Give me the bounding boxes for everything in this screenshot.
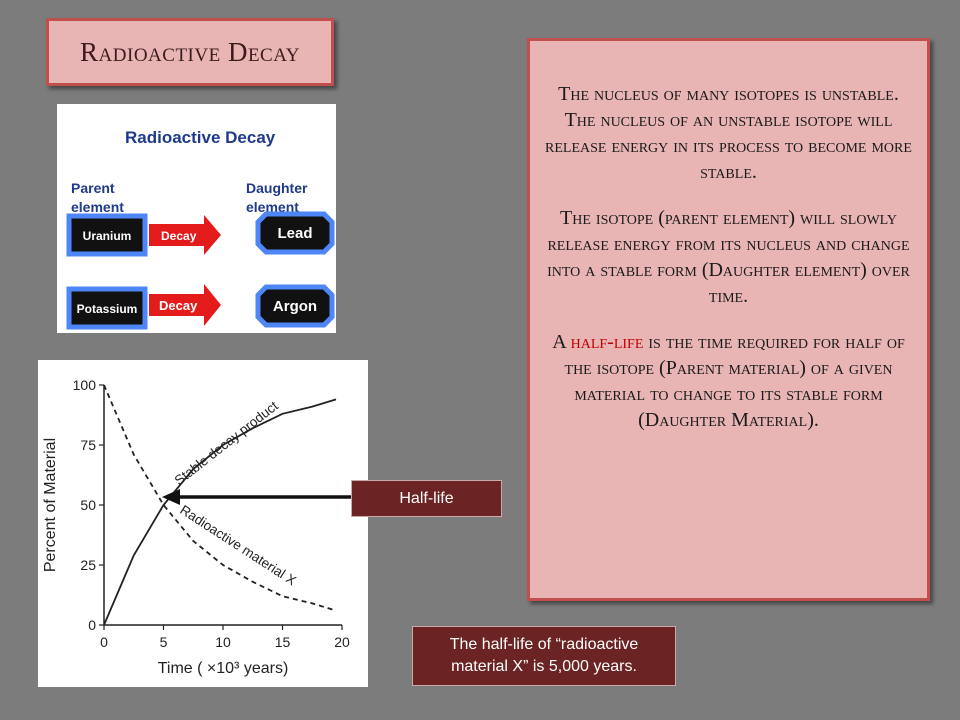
- half-life-label-text: Half-life: [399, 489, 454, 507]
- explanation-paragraph-1: The nucleus of many isotopes is unstable…: [545, 83, 912, 183]
- half-life-term: half-life: [570, 331, 644, 353]
- diagram-title: Radioactive Decay: [125, 128, 276, 147]
- series-line-stable-product: [103, 398, 337, 626]
- x-tick-label: 10: [215, 634, 231, 650]
- parent-box-uranium: [66, 213, 148, 257]
- daughter-name-lead: Lead: [277, 225, 312, 242]
- explanation-paragraph-3: A half-life is the time required for hal…: [542, 329, 915, 433]
- y-tick-label: 100: [73, 377, 97, 393]
- paragraph-3-prefix: A: [552, 331, 571, 353]
- paragraph-3-suffix: is the time required for half of the iso…: [564, 331, 905, 431]
- half-life-arrow: [162, 489, 356, 505]
- x-tick-label: 20: [334, 634, 350, 650]
- daughter-box-argon: [255, 284, 335, 328]
- series-line-radioactive-material: [103, 384, 337, 612]
- series-label-radioactive-material: Radioactive material X: [177, 502, 298, 588]
- x-axis-label: Time ( ×10³ years): [158, 660, 289, 677]
- decay-arrow-label-1: Decay: [161, 229, 197, 243]
- parent-box-potassium: [66, 286, 148, 330]
- slide-title-box: Radioactive Decay: [46, 18, 334, 86]
- x-tick-label: 0: [100, 634, 108, 650]
- parent-name-potassium: Potassium: [77, 302, 138, 316]
- y-tick-label: 50: [80, 497, 96, 513]
- series-label-stable-product: Stable decay product: [172, 398, 281, 488]
- parent-label-line1: Parent: [71, 180, 115, 196]
- half-life-caption-text: The half-life of “radioactive material X…: [449, 636, 639, 675]
- half-life-caption: The half-life of “radioactive material X…: [412, 626, 676, 686]
- parent-name-uranium: Uranium: [83, 229, 132, 243]
- x-tick-label: 15: [275, 634, 291, 650]
- daughter-box-lead: [255, 211, 335, 255]
- explanation-paragraph-2: The isotope (parent element) will slowly…: [547, 207, 910, 307]
- half-life-label: Half-life: [351, 480, 502, 517]
- x-tick-label: 5: [160, 634, 168, 650]
- decay-arrow-1: [149, 215, 221, 255]
- daughter-name-argon: Argon: [273, 298, 317, 315]
- daughter-label-line2: element: [246, 199, 299, 215]
- daughter-label-line1: Daughter: [246, 180, 308, 196]
- y-axis-label: Percent of Material: [42, 438, 59, 572]
- decay-arrow-2: [149, 284, 221, 326]
- parent-label-line2: element: [71, 199, 124, 215]
- explanation-panel: The nucleus of many isotopes is unstable…: [527, 38, 930, 601]
- slide-title: Radioactive Decay: [80, 36, 300, 67]
- y-tick-label: 75: [80, 437, 96, 453]
- decay-diagram: Radioactive Decay Parent element Daughte…: [57, 104, 336, 333]
- y-tick-label: 0: [88, 617, 96, 633]
- y-tick-label: 25: [80, 557, 96, 573]
- decay-arrow-label-2: Decay: [159, 298, 198, 313]
